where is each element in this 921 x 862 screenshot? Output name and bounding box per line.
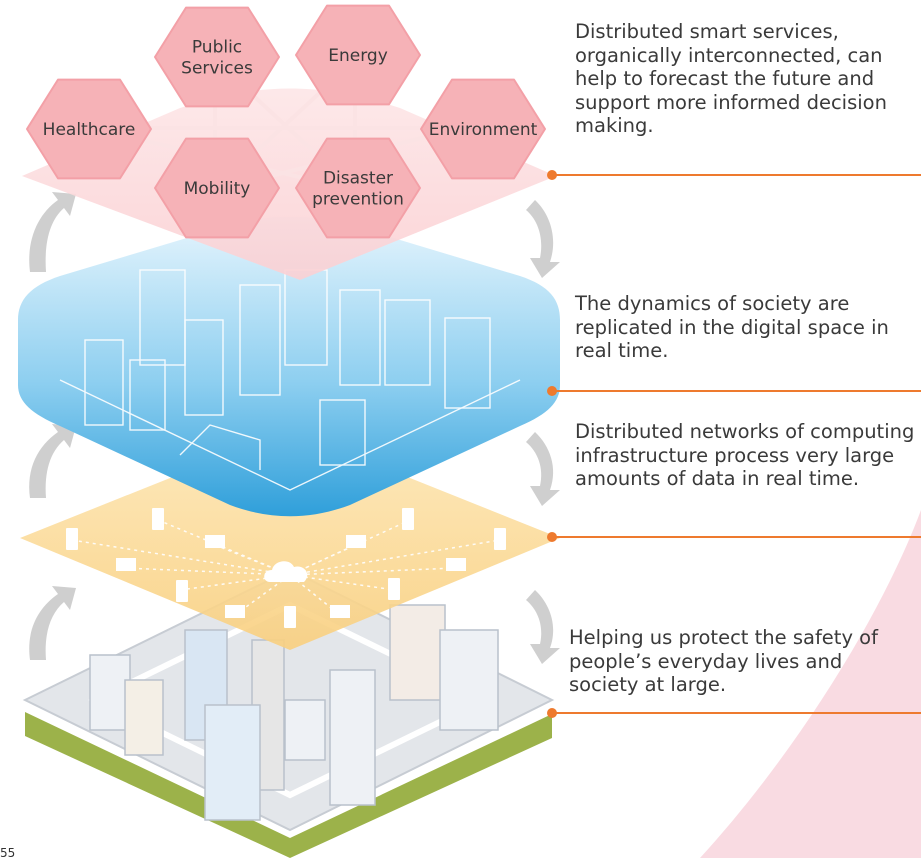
computing-plane (20, 430, 560, 650)
digital-twin-plane (18, 216, 560, 517)
up-arrow-icon (29, 424, 76, 498)
hexagon-energy: Energy (295, 4, 421, 106)
hexagon-label: Energy (328, 46, 388, 66)
hexagon-shape (295, 137, 421, 239)
hexagon-shape (26, 78, 152, 180)
server-icons (66, 508, 506, 628)
cloud-icon (264, 561, 308, 582)
leader-line-services (547, 170, 921, 180)
hexagon-label: Mobility (184, 179, 251, 199)
digital-twin-layer (18, 216, 560, 517)
caption-digital-twin: The dynamics of society are replicated i… (575, 292, 889, 362)
up-arrow-icon (29, 192, 76, 272)
wireframe-buildings (59, 269, 521, 491)
caption-computing-infrastructure: Distributed networks of computing infras… (575, 420, 915, 490)
down-arrow-icon (526, 432, 560, 506)
caption-society-safety: Helping us protect the safety of people’… (569, 626, 878, 696)
flow-arrows (29, 192, 560, 664)
background-swoosh (700, 510, 921, 858)
hexagon-mobility: Mobility (154, 137, 280, 239)
hexagon-shape (295, 4, 421, 106)
hexagon-shape (154, 137, 280, 239)
hexagon-healthcare: Healthcare (26, 78, 152, 180)
up-arrow-icon (29, 586, 76, 660)
caption-smart-services: Distributed smart services, organically … (575, 20, 887, 137)
hexagon-label: prevention (312, 190, 404, 210)
down-arrow-icon (526, 590, 560, 664)
leader-lines (547, 170, 921, 718)
page-number: 55 (0, 846, 16, 860)
city-ground-side (25, 712, 552, 858)
hexagon-shape (420, 78, 546, 180)
hexagon-label: Healthcare (43, 120, 136, 140)
hexagon-label: Services (181, 59, 253, 79)
hexagon-label: Public (192, 38, 242, 58)
computing-layer (20, 430, 560, 650)
city-buildings (89, 604, 499, 821)
leader-line-digital-twin (547, 386, 921, 396)
leader-line-society (547, 708, 921, 718)
hexagon-environment: Environment (420, 78, 546, 180)
leader-line-computing (547, 532, 921, 542)
hexagon-shape (154, 6, 280, 108)
monitor-icons (116, 535, 466, 618)
hexagon-label: Disaster (323, 169, 393, 189)
city-layer (22, 568, 555, 858)
down-arrow-icon (526, 200, 560, 278)
hexagon-label: Environment (429, 120, 538, 140)
